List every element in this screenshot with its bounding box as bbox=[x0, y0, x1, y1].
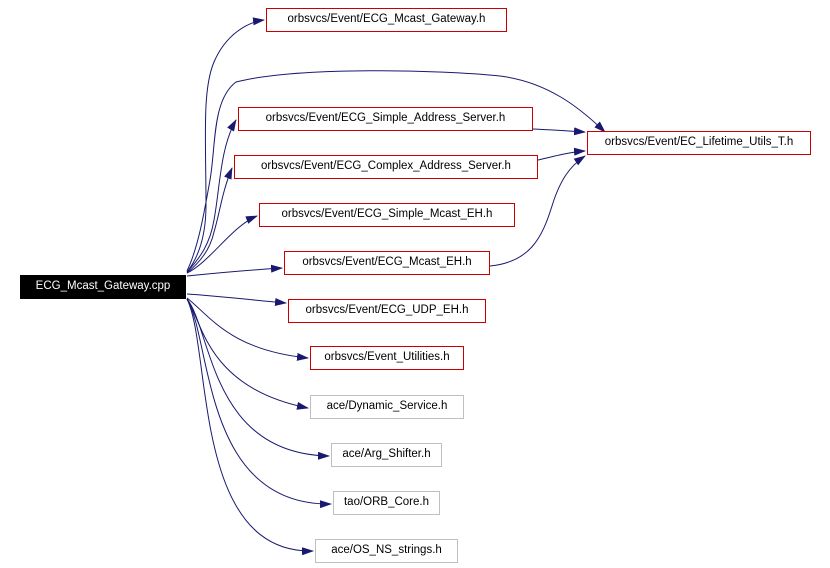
node-label: orbsvcs/Event/ECG_Mcast_Gateway.h bbox=[287, 13, 486, 26]
node-label: orbsvcs/Event/EC_Lifetime_Utils_T.h bbox=[604, 136, 794, 149]
node-ecg-simple-mcast-eh-h[interactable]: orbsvcs/Event/ECG_Simple_Mcast_EH.h bbox=[259, 203, 515, 227]
node-ecg-mcast-gateway-h[interactable]: orbsvcs/Event/ECG_Mcast_Gateway.h bbox=[266, 8, 507, 32]
edge-simple-address-server-h-to-lifetime-utils-h bbox=[532, 127, 586, 136]
root-file-label: ECG_Mcast_Gateway.cpp bbox=[35, 280, 171, 293]
node-ecg-complex-address-server-h[interactable]: orbsvcs/Event/ECG_Complex_Address_Server… bbox=[234, 155, 538, 179]
node-label: ace/OS_NS_strings.h bbox=[331, 544, 442, 557]
node-ace-os-ns-strings-h[interactable]: ace/OS_NS_strings.h bbox=[315, 539, 458, 563]
node-label: orbsvcs/Event/ECG_Mcast_EH.h bbox=[302, 256, 472, 269]
node-ace-arg-shifter-h[interactable]: ace/Arg_Shifter.h bbox=[331, 443, 442, 467]
edge-root-to-dynamic-service-h bbox=[186, 298, 309, 410]
node-event-utilities-h[interactable]: orbsvcs/Event_Utilities.h bbox=[310, 346, 464, 370]
edge-root-to-udp-eh-h bbox=[186, 293, 287, 307]
edge-root-to-mcast-eh-h bbox=[186, 264, 283, 277]
edge-root-to-arg-shifter-h bbox=[186, 298, 330, 460]
edge-root-to-os-ns-strings-h bbox=[186, 298, 314, 556]
node-label: orbsvcs/Event/ECG_Simple_Mcast_EH.h bbox=[281, 208, 493, 221]
edge-root-to-mcast-gateway-h bbox=[186, 17, 265, 273]
root-file-node[interactable]: ECG_Mcast_Gateway.cpp bbox=[20, 275, 186, 299]
node-ecg-udp-eh-h[interactable]: orbsvcs/Event/ECG_UDP_EH.h bbox=[288, 299, 486, 323]
edge-root-to-simple-mcast-eh-h bbox=[186, 215, 258, 274]
edge-complex-address-server-h-to-lifetime-utils-h bbox=[537, 147, 586, 161]
node-ec-lifetime-utils-t-h[interactable]: orbsvcs/Event/EC_Lifetime_Utils_T.h bbox=[587, 131, 811, 155]
node-ecg-mcast-eh-h[interactable]: orbsvcs/Event/ECG_Mcast_EH.h bbox=[284, 251, 490, 275]
node-ecg-simple-address-server-h[interactable]: orbsvcs/Event/ECG_Simple_Address_Server.… bbox=[238, 107, 533, 131]
node-label: ace/Dynamic_Service.h bbox=[326, 400, 448, 413]
node-label: orbsvcs/Event_Utilities.h bbox=[324, 351, 450, 364]
edge-root-to-simple-address-server-h bbox=[186, 119, 237, 273]
edge-root-to-event-utilities-h bbox=[186, 297, 309, 361]
node-label: tao/ORB_Core.h bbox=[343, 496, 429, 509]
edge-root-to-lifetime-utils-h bbox=[186, 70, 606, 272]
edge-mcast-eh-h-to-lifetime-utils-h bbox=[489, 155, 586, 267]
node-label: orbsvcs/Event/ECG_Complex_Address_Server… bbox=[261, 160, 511, 173]
node-label: orbsvcs/Event/ECG_Simple_Address_Server.… bbox=[265, 112, 506, 125]
edge-root-to-complex-address-server-h bbox=[186, 167, 233, 274]
node-ace-dynamic-service-h[interactable]: ace/Dynamic_Service.h bbox=[310, 395, 464, 419]
edge-root-to-orb-core-h bbox=[186, 298, 332, 509]
node-label: ace/Arg_Shifter.h bbox=[342, 448, 431, 461]
node-tao-orb-core-h[interactable]: tao/ORB_Core.h bbox=[333, 491, 440, 515]
node-label: orbsvcs/Event/ECG_UDP_EH.h bbox=[305, 304, 469, 317]
